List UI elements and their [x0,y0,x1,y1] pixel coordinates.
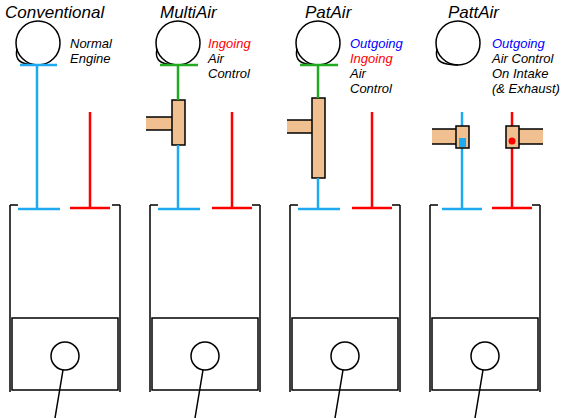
cam-follower [160,65,198,100]
intake-valve [442,112,482,209]
text-line: Engine [70,51,112,66]
text-line: Normal [70,36,112,51]
exhaust-air-control [506,126,543,148]
intake-air-control [432,126,469,148]
text-line: Control [350,81,392,96]
text-line: Control [208,66,250,81]
text-line: MultiAir [160,3,217,23]
cylinder-multiair [150,21,260,418]
intake-valve [158,145,200,209]
intake-valve [18,65,60,209]
hydraulic-unit [146,100,185,145]
text-line: Ingoing [350,51,393,66]
text-line: PattAir [448,3,499,23]
hydraulic-unit [287,98,325,178]
annotation-text: Normal Engine [70,36,112,66]
text-line: Outgoing [492,36,545,51]
exhaust-valve [212,112,252,208]
annotation-text: Air Control [350,66,392,96]
engine-title: PattAir [448,3,499,23]
intake-valve [298,178,340,209]
text-line: Conventional [5,3,104,23]
cylinder-patair [290,21,400,418]
annotation-text: Ingoing [350,51,393,66]
exhaust-valve [492,112,532,208]
text-line: (& Exhaust) [492,81,560,96]
text-line: Air [350,66,392,81]
cam-follower [300,65,338,98]
text-line: Air [208,51,250,66]
annotation-text: Air Control [208,51,250,81]
exhaust-valve [352,112,392,208]
engine-title: MultiAir [160,3,217,23]
text-line: Outgoing [350,36,403,51]
text-line: PatAir [305,3,351,23]
annotation-text: Outgoing [492,36,545,51]
text-line: Ingoing [208,36,251,51]
text-line: On Intake [492,66,560,81]
annotation-text: Ingoing [208,36,251,51]
annotation-text: Outgoing [350,36,403,51]
cylinder-conventional [10,21,120,418]
text-line: Air Control [492,51,560,66]
annotation-text: Air Control On Intake (& Exhaust) [492,51,560,96]
exhaust-valve [70,112,110,208]
engine-title: Conventional [5,3,104,23]
engine-title: PatAir [305,3,351,23]
